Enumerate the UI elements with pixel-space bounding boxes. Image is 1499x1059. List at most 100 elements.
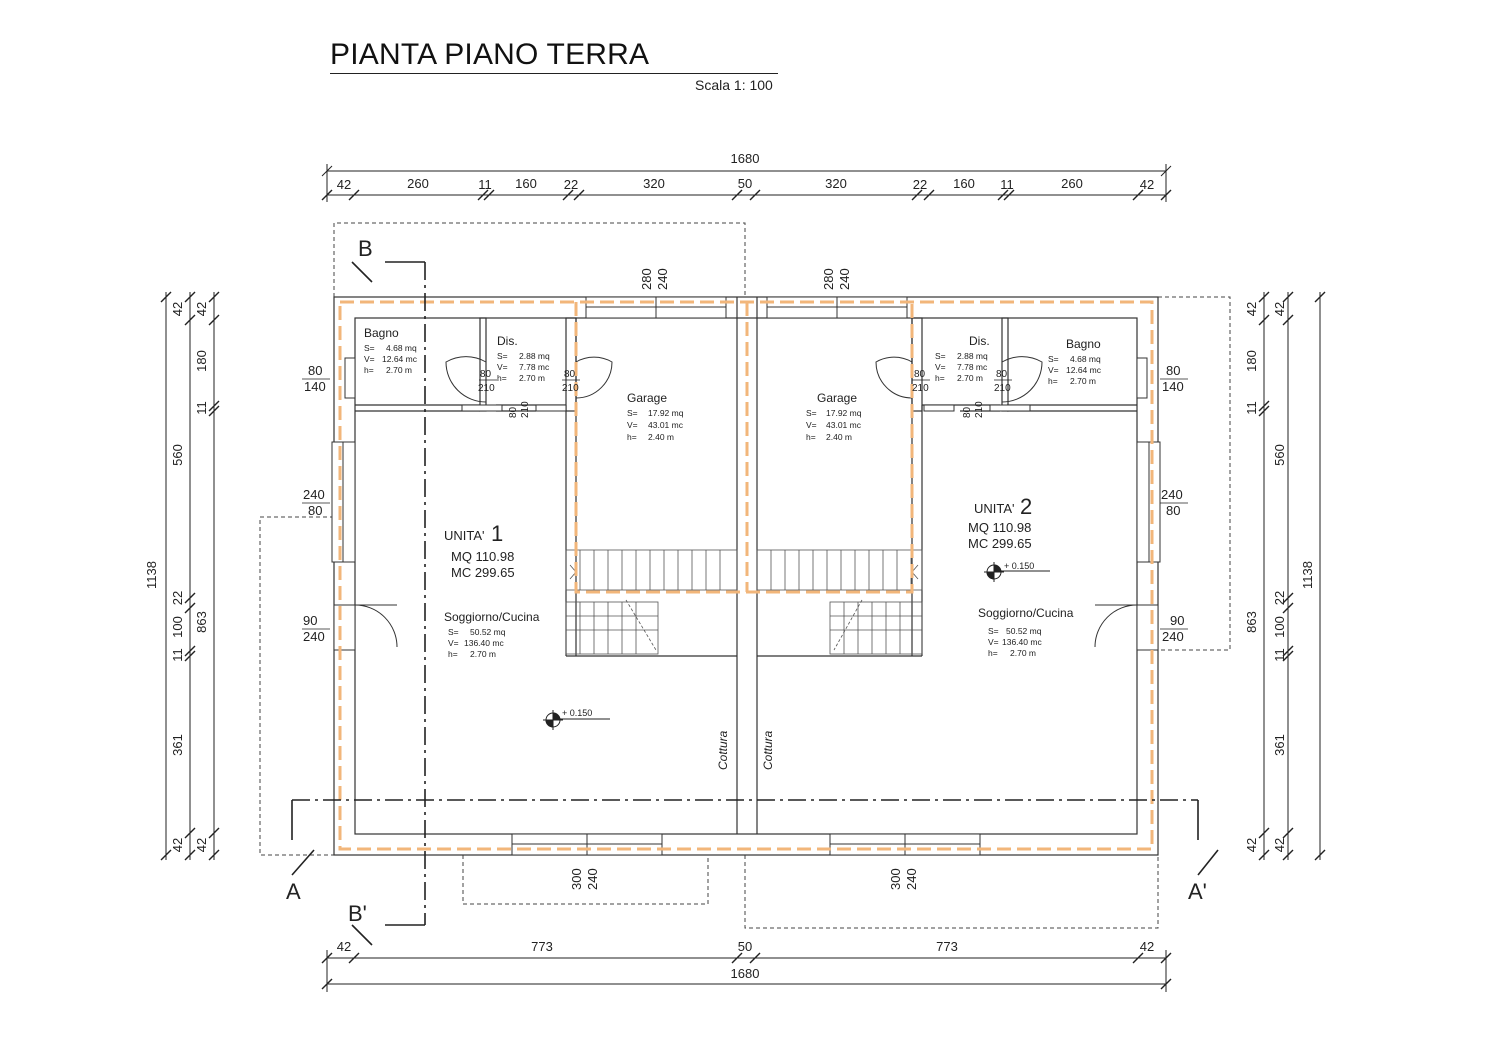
dim-bottom-seg: 773 bbox=[936, 939, 958, 954]
garage-door-height-2: 240 bbox=[837, 268, 852, 290]
room-v-value: 43.01 mc bbox=[826, 420, 862, 430]
dim-top-seg: 11 bbox=[478, 177, 492, 192]
level-marker-icon bbox=[543, 710, 610, 730]
title-underline bbox=[330, 73, 778, 74]
dim-bottom-seg: 42 bbox=[1140, 939, 1154, 954]
dims-right bbox=[1258, 291, 1326, 861]
dim-top-seg: 22 bbox=[564, 177, 578, 192]
dim-bottom-overall: 1680 bbox=[731, 966, 760, 981]
side-window-h-1: 80 bbox=[308, 503, 322, 518]
door-dis-h-1: 210 bbox=[478, 383, 495, 394]
room-h-key: h= bbox=[806, 432, 816, 442]
section-label-b-prime: B' bbox=[348, 901, 367, 926]
dim-right-outer: 361 bbox=[1272, 734, 1287, 756]
section-label-b: B bbox=[358, 236, 373, 261]
dim-top-seg: 50 bbox=[738, 176, 752, 191]
bath-window-h-2: 140 bbox=[1162, 379, 1184, 394]
unit-2-mq: MQ 110.98 bbox=[968, 520, 1031, 535]
section-label-a-prime: A' bbox=[1188, 879, 1207, 904]
room-h-value: 2.70 m bbox=[386, 365, 412, 375]
room-h-key: h= bbox=[448, 649, 458, 659]
section-markers bbox=[291, 261, 1219, 946]
unit-2-mc: MC 299.65 bbox=[968, 536, 1032, 551]
room-s-value: 50.52 mq bbox=[470, 627, 506, 637]
unit-1-mc: MC 299.65 bbox=[451, 565, 515, 580]
dim-left-inner: 863 bbox=[194, 611, 209, 633]
room-name-garage-1: Garage bbox=[627, 391, 667, 405]
section-label-a: A bbox=[286, 879, 301, 904]
dim-top-seg: 42 bbox=[1140, 177, 1154, 192]
dim-top-seg: 160 bbox=[515, 176, 537, 191]
dim-top-seg: 22 bbox=[913, 177, 927, 192]
room-v-value: 7.78 mc bbox=[519, 362, 550, 372]
rear-window-width-1: 300 bbox=[569, 868, 584, 890]
door-bath-h-1: 210 bbox=[520, 401, 531, 418]
dim-top-seg: 320 bbox=[825, 176, 847, 191]
room-h-value: 2.70 m bbox=[470, 649, 496, 659]
door-garage-w-1: 80 bbox=[564, 369, 576, 380]
dim-right-inner: 180 bbox=[1244, 350, 1259, 372]
door-bath-w-1: 80 bbox=[508, 406, 519, 418]
dim-left-inner: 42 bbox=[194, 838, 209, 852]
room-name-soggiorno-1: Soggiorno/Cucina bbox=[444, 610, 540, 624]
garage-door-height-1: 240 bbox=[655, 268, 670, 290]
dim-right-overall: 1138 bbox=[1300, 561, 1315, 589]
door-bath-w-2: 80 bbox=[962, 406, 973, 418]
insulation-line bbox=[338, 300, 1154, 851]
dim-left-outer: 100 bbox=[170, 616, 185, 638]
dim-top-seg: 42 bbox=[337, 177, 351, 192]
room-name-soggiorno-2: Soggiorno/Cucina bbox=[978, 606, 1074, 620]
dim-right-inner: 863 bbox=[1244, 611, 1259, 633]
dim-right-outer: 42 bbox=[1272, 838, 1287, 852]
unit-2-label: UNITA' bbox=[974, 501, 1015, 516]
room-name-dis-1: Dis. bbox=[497, 334, 518, 348]
room-s-key: S= bbox=[627, 408, 638, 418]
dim-left-overall: 1138 bbox=[144, 561, 159, 589]
room-s-value: 17.92 mq bbox=[826, 408, 862, 418]
dim-bottom-seg: 773 bbox=[531, 939, 553, 954]
page-title: PIANTA PIANO TERRA bbox=[330, 38, 650, 71]
room-h-value: 2.70 m bbox=[519, 373, 545, 383]
bath-window-h-1: 140 bbox=[304, 379, 326, 394]
room-s-key: S= bbox=[1048, 354, 1059, 364]
dim-right-outer: 22 bbox=[1272, 591, 1287, 605]
room-v-value: 12.64 mc bbox=[1066, 365, 1102, 375]
dim-left-outer: 22 bbox=[170, 591, 185, 605]
room-name-bagno-1: Bagno bbox=[364, 326, 399, 340]
dim-left-outer: 42 bbox=[170, 838, 185, 852]
room-s-key: S= bbox=[448, 627, 459, 637]
entry-door-w-2: 90 bbox=[1170, 613, 1184, 628]
room-v-key: V= bbox=[448, 638, 459, 648]
door-garage-h-2: 210 bbox=[912, 383, 929, 394]
room-v-key: V= bbox=[497, 362, 508, 372]
dim-bottom-seg: 50 bbox=[738, 939, 752, 954]
room-v-value: 136.40 mc bbox=[464, 638, 504, 648]
dim-bottom-seg: 42 bbox=[337, 939, 351, 954]
staircase-unit-1 bbox=[565, 549, 738, 655]
dim-right-outer: 100 bbox=[1272, 616, 1287, 638]
side-window-h-2: 80 bbox=[1166, 503, 1180, 518]
bath-window-w-2: 80 bbox=[1166, 363, 1180, 378]
room-h-value: 2.70 m bbox=[1070, 376, 1096, 386]
dim-top-overall: 1680 bbox=[731, 151, 760, 166]
room-s-key: S= bbox=[497, 351, 508, 361]
dim-right-inner: 42 bbox=[1244, 838, 1259, 852]
room-h-value: 2.40 m bbox=[826, 432, 852, 442]
dim-right-outer: 11 bbox=[1272, 648, 1287, 662]
section-lines bbox=[292, 262, 1198, 925]
dim-top-seg: 11 bbox=[1000, 177, 1014, 192]
rear-window-height-2: 240 bbox=[904, 868, 919, 890]
room-v-key: V= bbox=[627, 420, 638, 430]
dim-left-inner: 42 bbox=[194, 302, 209, 316]
bath-window-w-1: 80 bbox=[308, 363, 322, 378]
garage-door-width-1: 280 bbox=[639, 268, 654, 290]
room-name-bagno-2: Bagno bbox=[1066, 337, 1101, 351]
room-v-key: V= bbox=[364, 354, 375, 364]
room-h-value: 2.70 m bbox=[957, 373, 983, 383]
room-h-key: h= bbox=[935, 373, 945, 383]
rear-window-height-1: 240 bbox=[585, 868, 600, 890]
dim-right-outer: 560 bbox=[1272, 444, 1287, 466]
room-s-value: 2.88 mq bbox=[957, 351, 988, 361]
dim-top-seg: 320 bbox=[643, 176, 665, 191]
